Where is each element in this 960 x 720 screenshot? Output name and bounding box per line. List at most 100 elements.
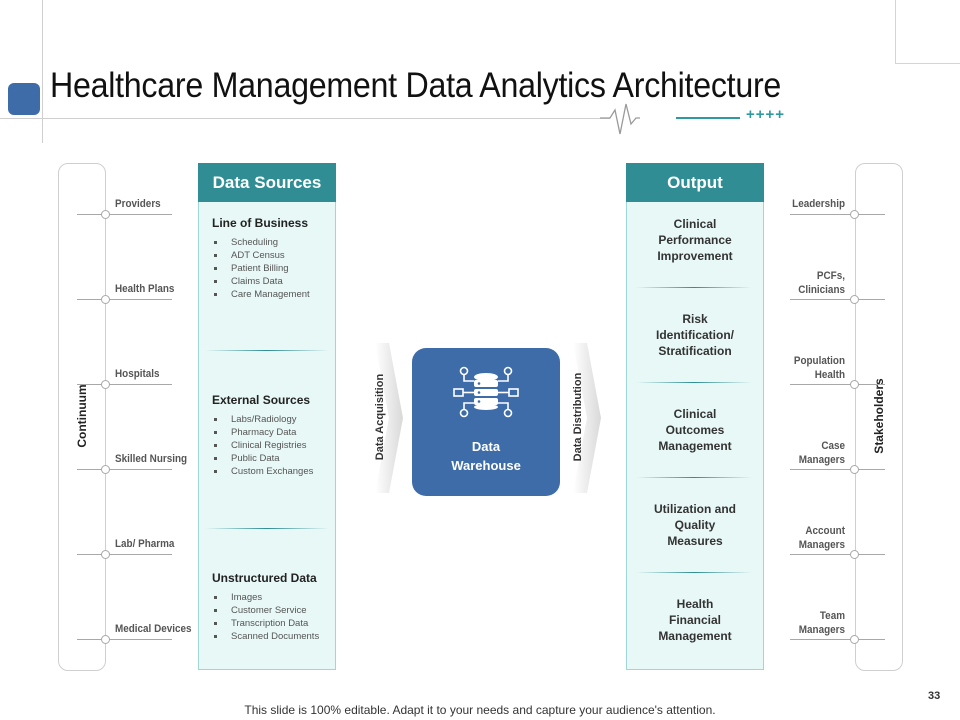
- page-title: Healthcare Management Data Analytics Arc…: [50, 66, 782, 105]
- continuum-connector: [77, 384, 172, 385]
- stakeholder-connector: [790, 384, 885, 385]
- output-item-line: Utilization and: [654, 502, 736, 516]
- stakeholder-item: Team Managers: [773, 609, 845, 637]
- section-title: Line of Business: [212, 216, 309, 230]
- stakeholder-connector: [790, 639, 885, 640]
- stakeholder-item: Population Health: [773, 354, 845, 382]
- stakeholder-line1: Case: [821, 440, 845, 452]
- stakeholders-label-mask: [868, 362, 890, 462]
- continuum-item: Lab/ Pharma: [115, 538, 175, 550]
- list-item: Clinical Registries: [212, 439, 313, 452]
- continuum-item: Skilled Nursing: [115, 453, 188, 465]
- output-item-line: Clinical: [673, 407, 717, 421]
- stakeholder-node: [850, 210, 859, 219]
- stakeholder-node: [850, 465, 859, 474]
- stakeholder-line1: Leadership: [792, 198, 845, 210]
- output-item-line: Measures: [667, 534, 723, 548]
- continuum-label: Continuum: [75, 384, 89, 448]
- continuum-item: Health Plans: [115, 283, 175, 295]
- output-item-line: Improvement: [657, 249, 733, 263]
- list-item: Transcription Data: [212, 617, 319, 630]
- data-source-section: Unstructured Data Images Customer Servic…: [212, 571, 319, 643]
- acquisition-chevron: [375, 343, 403, 493]
- continuum-node: [101, 550, 110, 559]
- data-sources-header: Data Sources: [198, 163, 336, 202]
- stakeholder-line2: Health: [814, 369, 845, 381]
- output-item-line: Clinical: [673, 217, 717, 231]
- continuum-label-mask: [71, 367, 93, 467]
- continuum-node: [101, 380, 110, 389]
- output-divider: [636, 477, 752, 478]
- list-item: Labs/Radiology: [212, 413, 313, 426]
- header-vertical-line: [42, 0, 43, 143]
- continuum-connector: [77, 299, 172, 300]
- output-item-line: Financial: [668, 613, 721, 627]
- output-header: Output: [626, 163, 764, 202]
- output-item-line: Management: [658, 629, 732, 643]
- output-divider: [636, 382, 752, 383]
- heartbeat-icon: [600, 103, 740, 135]
- continuum-node: [101, 295, 110, 304]
- list-item: Images: [212, 591, 319, 604]
- output-item-line: Stratification: [658, 344, 732, 358]
- output-item: Risk Identification/ Stratification: [627, 311, 763, 359]
- section-divider: [205, 528, 329, 529]
- list-item: Custom Exchanges: [212, 465, 313, 478]
- section-title: Unstructured Data: [212, 571, 317, 585]
- output-divider: [636, 572, 752, 573]
- continuum-item: Providers: [115, 198, 161, 210]
- plus-decoration: ++++: [746, 106, 786, 123]
- section-divider: [205, 350, 329, 351]
- list-item: Pharmacy Data: [212, 426, 313, 439]
- header-horizontal-line: [0, 118, 610, 119]
- continuum-node: [101, 465, 110, 474]
- list-item: Care Management: [212, 288, 310, 301]
- database-network-icon: [453, 366, 519, 418]
- stakeholder-connector: [790, 299, 885, 300]
- output-item-line: Risk: [682, 312, 708, 326]
- continuum-node: [101, 635, 110, 644]
- stakeholder-line2: Managers: [798, 539, 845, 551]
- distribution-chevron: [573, 343, 601, 493]
- data-source-section: Line of Business Scheduling ADT Census P…: [212, 216, 310, 301]
- stakeholder-item: Case Managers: [773, 439, 845, 467]
- data-sources-panel: [198, 163, 336, 670]
- stakeholder-connector: [790, 214, 885, 215]
- output-item: Utilization and Quality Measures: [627, 501, 763, 549]
- list-item: ADT Census: [212, 249, 310, 262]
- continuum-connector: [77, 554, 172, 555]
- output-panel: [626, 163, 764, 670]
- stakeholder-line2: Managers: [798, 624, 845, 636]
- output-item: Health Financial Management: [627, 596, 763, 644]
- footer-note: This slide is 100% editable. Adapt it to…: [244, 703, 716, 717]
- continuum-item: Medical Devices: [115, 623, 192, 635]
- stakeholder-node: [850, 295, 859, 304]
- title-accent-square: [8, 83, 40, 115]
- stakeholder-item: Leadership: [773, 198, 845, 210]
- data-distribution-label: Data Distribution: [572, 372, 584, 462]
- output-item-line: Performance: [658, 233, 732, 247]
- output-item-line: Management: [658, 439, 732, 453]
- continuum-connector: [77, 639, 172, 640]
- list-item: Public Data: [212, 452, 313, 465]
- section-list: Images Customer Service Transcription Da…: [212, 591, 319, 643]
- list-item: Customer Service: [212, 604, 319, 617]
- stakeholder-line1: Team: [819, 610, 845, 622]
- output-item-line: Quality: [674, 518, 716, 532]
- list-item: Scheduling: [212, 236, 310, 249]
- continuum-item: Hospitals: [115, 368, 160, 380]
- stakeholder-node: [850, 550, 859, 559]
- stakeholder-item: Account Managers: [773, 524, 845, 552]
- output-item: Clinical Performance Improvement: [627, 216, 763, 264]
- stakeholder-line2: Clinicians: [798, 284, 845, 296]
- stakeholder-line1: Population: [793, 355, 845, 367]
- warehouse-line1: Data: [471, 439, 501, 454]
- continuum-connector: [77, 214, 172, 215]
- section-list: Labs/Radiology Pharmacy Data Clinical Re…: [212, 413, 313, 478]
- data-warehouse-label: Data Warehouse: [412, 437, 560, 475]
- section-title: External Sources: [212, 393, 311, 407]
- section-list: Scheduling ADT Census Patient Billing Cl…: [212, 236, 310, 301]
- stakeholder-connector: [790, 469, 885, 470]
- output-item-line: Outcomes: [665, 423, 725, 437]
- continuum-node: [101, 210, 110, 219]
